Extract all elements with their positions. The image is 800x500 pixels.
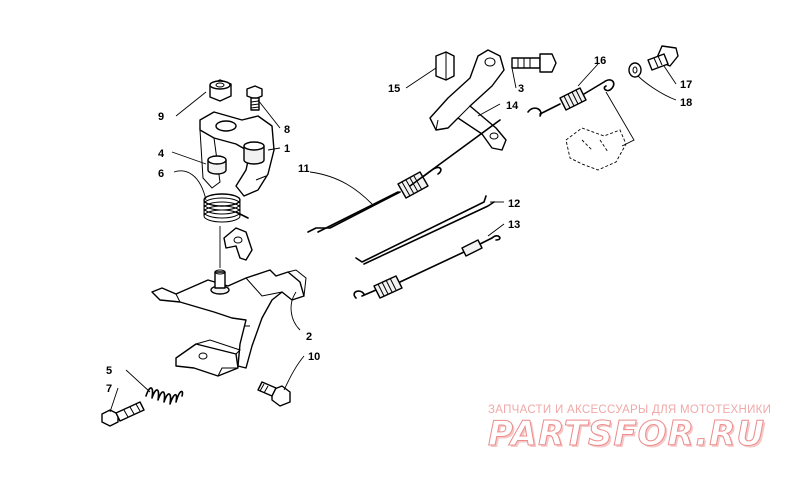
ghost-leader [605, 91, 635, 147]
callout-5: 5 [106, 365, 112, 377]
washer-part-18 [628, 62, 642, 78]
spring-part-16 [527, 79, 615, 117]
spring-part-5 [145, 387, 184, 405]
lever-tab [223, 227, 253, 261]
callout-11: 11 [298, 163, 310, 175]
callout-1: 1 [284, 143, 290, 155]
bushing [243, 141, 265, 165]
nut-part-15 [435, 51, 455, 81]
callout-17: 17 [680, 79, 692, 91]
callout-12: 12 [508, 198, 520, 210]
callout-16: 16 [594, 55, 606, 67]
lever-arm-part-14 [429, 49, 507, 151]
spring-part-6 [203, 193, 249, 223]
bolt-part-8 [246, 85, 263, 111]
callout-3: 3 [518, 83, 524, 95]
callout-4: 4 [158, 148, 165, 160]
callout-10: 10 [308, 351, 320, 363]
callout-leaders [109, 63, 677, 413]
callout-13: 13 [508, 219, 520, 231]
bolt-part-3 [511, 53, 557, 73]
callout-6: 6 [158, 168, 164, 180]
callout-18: 18 [680, 97, 692, 109]
spacer-part-4 [207, 155, 227, 175]
nut-part-9 [209, 79, 232, 102]
lower-bracket [175, 339, 241, 377]
callout-8: 8 [284, 124, 290, 136]
base-plate-part-2 [151, 269, 307, 369]
rod-part-13 [353, 234, 501, 299]
rod-part-11 [307, 119, 501, 233]
callout-2: 2 [306, 331, 312, 343]
bolt-part-10 [257, 381, 291, 407]
watermark-logo: PARTSFOR.RU [487, 414, 766, 455]
callout-9: 9 [158, 111, 164, 123]
watermark-tagline: ЗАПЧАСТИ И АКСЕССУАРЫ ДЛЯ МОТОТЕХНИКИ [488, 404, 772, 416]
rod-part-12 [355, 195, 495, 265]
callout-15: 15 [388, 83, 400, 95]
bolt-part-17 [647, 45, 679, 71]
reference-ghost-part [565, 127, 627, 171]
callout-7: 7 [106, 383, 112, 395]
callout-14: 14 [506, 100, 519, 112]
bolt-part-7 [101, 401, 145, 427]
